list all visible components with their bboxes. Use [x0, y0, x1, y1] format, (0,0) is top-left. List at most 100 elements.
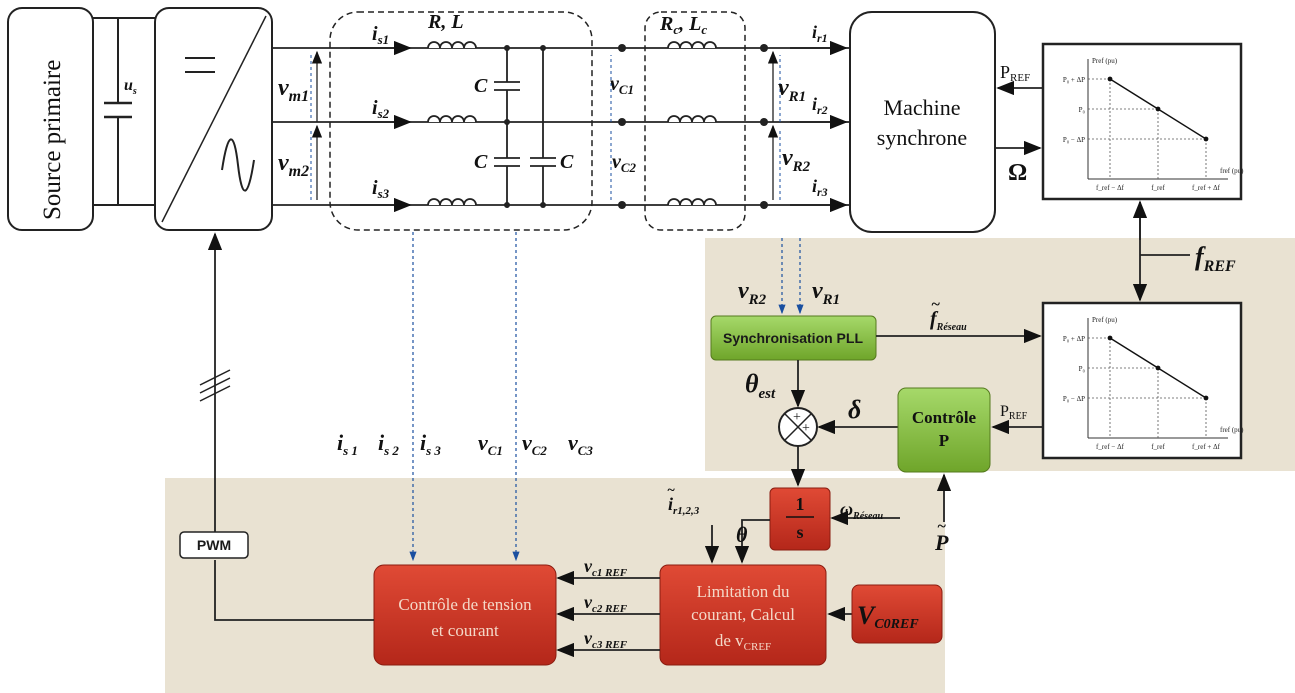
- pll-block[interactable]: [710, 315, 877, 361]
- y-tick-label: P₀: [1079, 106, 1086, 114]
- pwm-block[interactable]: [179, 531, 249, 559]
- svg-text:VC0REF: VC0REF: [857, 601, 919, 632]
- vr1-label: v: [778, 75, 789, 101]
- svg-text:vR1: vR1: [812, 278, 840, 308]
- meas-is1: i: [337, 430, 344, 455]
- svg-text:us: us: [124, 77, 137, 97]
- fref-label: f: [1195, 242, 1206, 271]
- vc0ref-block[interactable]: [851, 584, 943, 644]
- svg-text:~: ~: [667, 483, 675, 498]
- limitation-block[interactable]: [659, 564, 827, 666]
- svg-text:vR2: vR2: [738, 278, 767, 308]
- filter-capacitors: [494, 48, 556, 205]
- droop-top-content: P₀ + ΔP P₀ P₀ − ΔP f_ref − Δf f_ref f_ref + Δ…: [1063, 57, 1244, 192]
- controle-p-line2: P: [939, 431, 949, 450]
- ctrl-vr1-label: v: [812, 278, 823, 304]
- theta-est-label: θ: [745, 369, 759, 398]
- vcref1-label: v: [584, 556, 593, 576]
- vcref3-label: v: [584, 628, 593, 648]
- x-tick-label: f_ref − Δf: [1096, 184, 1125, 192]
- svg-text:ir1: ir1: [812, 22, 828, 45]
- source-title: Source primaire: [39, 60, 66, 220]
- inductors-filter: [427, 41, 717, 206]
- pll-label: Synchronisation PLL: [723, 330, 863, 346]
- svg-text:is 1: is 1: [337, 430, 358, 458]
- meas-is2: i: [378, 430, 385, 455]
- svg-text:vC1: vC1: [610, 73, 634, 97]
- y-tick-label: P₀ − ΔP: [1063, 136, 1085, 144]
- machine-line1: Machine: [884, 95, 961, 120]
- vm2-label: v: [278, 150, 289, 176]
- lc-filter-box: [329, 11, 593, 231]
- c-mid-label: C: [474, 151, 488, 173]
- vcref2-label: v: [584, 592, 593, 612]
- vc0ref-label: V: [857, 601, 877, 630]
- limitation-line1: Limitation du: [696, 582, 790, 601]
- lc-label: L: [688, 13, 701, 35]
- x-tick-label: f_ref: [1151, 443, 1165, 451]
- is2-label: i: [372, 97, 378, 119]
- machine-pref: P: [1000, 62, 1010, 82]
- svg-text:ir3: ir3: [812, 176, 828, 199]
- delta-label: δ: [848, 395, 861, 424]
- omega-label: Ω: [1008, 160, 1027, 186]
- y-tick-label: P₀ − ΔP: [1063, 395, 1085, 403]
- svg-text:θest: θest: [745, 369, 776, 402]
- ir-meas-label: i: [668, 494, 673, 514]
- svg-text:de vCREF: de vCREF: [715, 631, 771, 653]
- svg-text:is2: is2: [372, 97, 390, 121]
- theta-label: θ: [736, 522, 748, 547]
- droop-point: [1203, 136, 1209, 142]
- svg-text:vm1: vm1: [278, 75, 309, 105]
- controle-p-line1: Contrôle: [912, 408, 977, 427]
- svg-text:ωRéseau: ωRéseau: [840, 499, 883, 522]
- x-tick-label: f_ref: [1151, 184, 1165, 192]
- svg-text:~: ~: [937, 518, 946, 535]
- meas-is3: i: [420, 430, 427, 455]
- coupling-impedance-box: [644, 11, 746, 231]
- x-axis-label: fref (pu): [1220, 167, 1244, 175]
- vc2-label: v: [612, 151, 622, 173]
- ir2-label: i: [812, 94, 817, 114]
- sum-plus2: +: [802, 421, 810, 436]
- svg-text:PREF: PREF: [1000, 403, 1028, 422]
- voltage-control-block[interactable]: [373, 564, 557, 666]
- svg-text:ir2: ir2: [812, 94, 828, 117]
- x-tick-label: f_ref + Δf: [1192, 184, 1221, 192]
- machine-box: [849, 11, 996, 233]
- svg-text:fREF: fREF: [1195, 242, 1236, 275]
- svg-text:is3: is3: [372, 177, 390, 201]
- svg-text:Rc, Lc: Rc, Lc: [659, 13, 707, 37]
- meas-vc1: v: [478, 430, 488, 455]
- rl-label: R, L: [427, 11, 464, 33]
- pwm-label: PWM: [197, 537, 231, 553]
- svg-text:vC1: vC1: [478, 430, 503, 458]
- svg-text:vR1: vR1: [778, 75, 806, 105]
- integrator-block[interactable]: [769, 487, 831, 551]
- vr2-label: v: [782, 145, 793, 171]
- us-sub: s: [132, 86, 137, 97]
- controle-p-block[interactable]: [897, 387, 991, 473]
- svg-text:vc3 REF: vc3 REF: [584, 628, 628, 651]
- c-top-label: C: [474, 75, 488, 97]
- sum-plus1: +: [793, 410, 801, 425]
- sine-icon: [221, 138, 255, 192]
- y-tick-label: P₀ + ΔP: [1063, 76, 1085, 84]
- droop-chart-top: [1041, 42, 1243, 201]
- voltage-ctrl-line1: Contrôle de tension: [398, 595, 532, 614]
- y-axis-label: Pref (pu): [1092, 57, 1118, 65]
- limitation-line2: courant, Calcul: [691, 605, 795, 624]
- is3-label: i: [372, 177, 378, 199]
- us-label: u: [124, 77, 133, 94]
- integrator-num: 1: [796, 494, 805, 514]
- vm1-label: v: [278, 75, 289, 101]
- ir3-label: i: [812, 176, 817, 196]
- is1-label: i: [372, 23, 378, 45]
- x-tick-label: f_ref + Δf: [1192, 443, 1221, 451]
- omega-reseau-label: ω: [840, 499, 853, 519]
- droop-point: [1107, 335, 1113, 341]
- svg-text:ir1,2,3: ir1,2,3: [668, 494, 700, 517]
- svg-text:vC2: vC2: [522, 430, 547, 458]
- svg-text:vc2 REF: vc2 REF: [584, 592, 628, 615]
